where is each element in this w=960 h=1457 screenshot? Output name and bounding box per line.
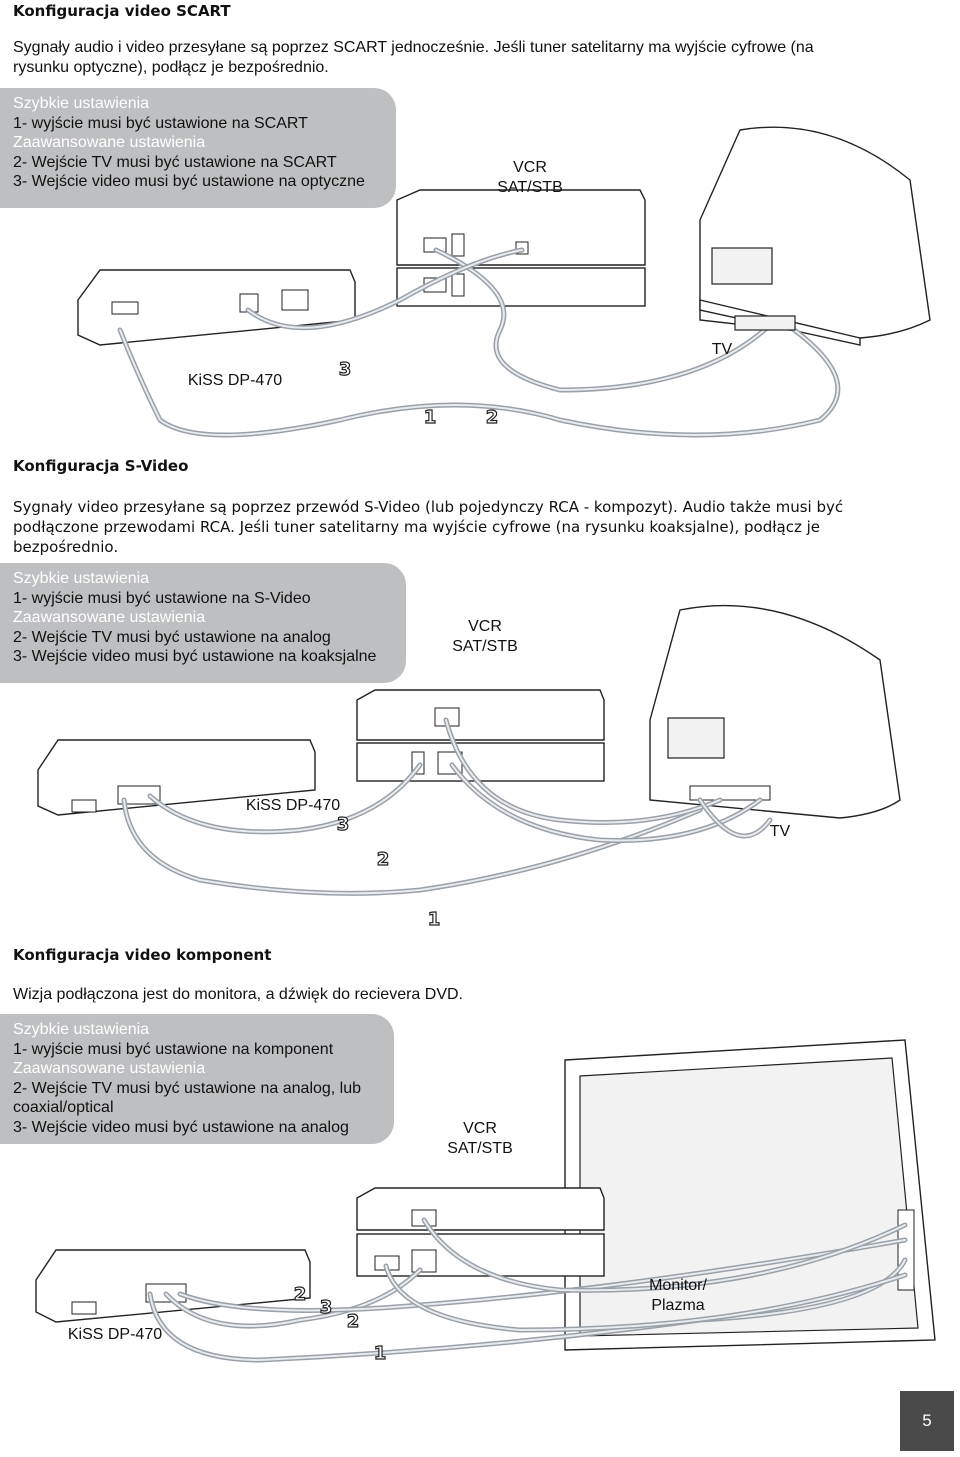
advanced-settings-title: Zaawansowane ustawienia [13,609,206,626]
tv-shape [699,126,931,339]
marker-2: 2 [376,849,390,870]
section-heading-component: Konfiguracja video komponent [13,946,272,964]
kiss-player-box [37,739,316,816]
tv-panel [667,717,725,759]
tv-input-ports [689,785,771,801]
label-tv: TV [711,341,733,358]
label-vcr: VCR [513,159,547,176]
tv-panel [711,247,773,285]
player-scart-port [111,301,139,315]
marker-1: 1 [373,1343,387,1364]
settings-box-component: Szybkie ustawienia 1- wyjście musi być u… [0,1014,394,1144]
player-audio-ports [281,289,309,311]
quick-settings-title: Szybkie ustawienia [13,95,150,112]
setting-line-2: 2- Wejście TV musi być ustawione na anal… [13,628,331,646]
setting-line-2: 2- Wejście TV musi być ustawione na anal… [13,1079,362,1117]
label-vcr: VCR [463,1120,497,1137]
vcr-box [356,1187,605,1231]
advanced-settings-title: Zaawansowane ustawienia [13,1060,206,1077]
label-player: KiSS DP-470 [245,797,341,814]
vcr-rca-port [451,233,465,257]
quick-settings-title: Szybkie ustawienia [13,1021,150,1038]
scart-connection-diagram [77,126,931,438]
settings-box-svideo: Szybkie ustawienia 1- wyjście musi być u… [0,563,406,683]
setting-line-1: 1- wyjście musi być ustawione na SCART [13,114,308,132]
sat-av-ports [411,1249,437,1273]
player-scart-port [71,799,97,813]
section-paragraph-svideo: Sygnały video przesyłane są poprzez prze… [13,498,844,556]
cable-1 [121,797,703,896]
section-paragraph-component: Wizja podłączona jest do monitora, a dźw… [13,986,463,1003]
label-sat-stb: SAT/STB [497,179,563,196]
label-sat-stb: SAT/STB [447,1140,513,1157]
marker-2: 2 [346,1311,360,1332]
section-heading-scart: Konfiguracja video SCART [13,2,231,20]
player-scart-port [71,1301,97,1315]
sat-box [356,742,605,782]
label-tv: TV [769,823,791,840]
page-number: 5 [900,1391,954,1451]
sat-rca-port [451,273,465,297]
marker-1: 1 [427,909,441,930]
player-rca-ports [117,785,161,805]
svideo-connection-diagram [37,604,901,896]
setting-line-3: 3- Wejście video musi być ustawione na o… [13,173,365,190]
label-sat-stb: SAT/STB [452,638,518,655]
label-player: KiSS DP-470 [187,372,283,389]
vcr-box [356,689,605,741]
tv-scart-connector [734,315,796,331]
quick-settings-title: Szybkie ustawienia [13,570,150,587]
setting-line-3: 3- Wejście video musi być ustawione na a… [13,1118,349,1136]
section-paragraph-scart: Sygnały audio i video przesyłane są popr… [13,39,814,76]
monitor-screen [579,1057,919,1337]
tv-shape [649,604,901,819]
marker-3: 3 [319,1297,333,1318]
label-player: KiSS DP-470 [67,1326,163,1343]
setting-line-1: 1- wyjście musi być ustawione na kompone… [13,1040,334,1058]
setting-line-2: 2- Wejście TV musi być ustawione na SCAR… [13,153,337,171]
marker-3: 3 [338,359,352,380]
label-monitor: Monitor/ Plazma [649,1277,707,1314]
monitor-input-ports [897,1209,915,1291]
section-heading-svideo: Konfiguracja S-Video [13,457,189,475]
marker-3: 3 [336,814,350,835]
advanced-settings-title: Zaawansowane ustawienia [13,134,206,151]
setting-line-1: 1- wyjście musi być ustawione na S-Video [13,589,311,607]
setting-line-3: 3- Wejście video musi być ustawione na k… [13,648,377,665]
marker-2: 2 [293,1284,307,1305]
settings-box-scart: Szybkie ustawienia 1- wyjście musi być u… [0,88,396,208]
component-connection-diagram [35,1039,936,1363]
marker-1: 1 [423,407,437,428]
label-vcr: VCR [468,618,502,635]
marker-2: 2 [485,407,499,428]
